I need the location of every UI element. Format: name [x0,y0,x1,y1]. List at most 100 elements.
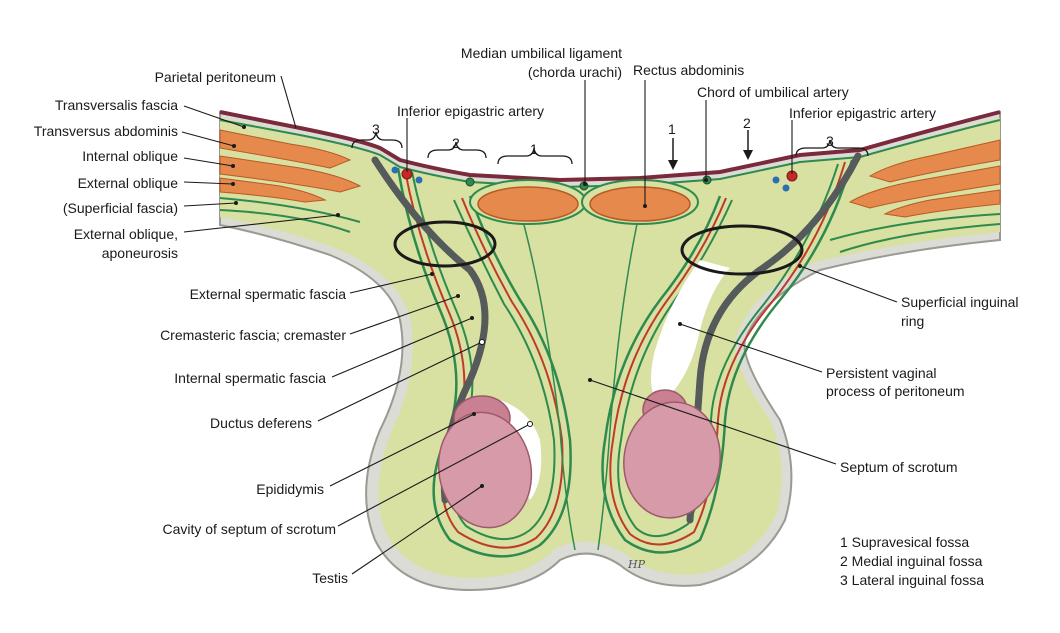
leader-ductus [317,341,483,422]
label-cremasteric-fascia: Cremasteric fascia; cremaster [160,327,346,343]
leader-cavity [337,423,531,527]
leader-dot-testis [480,484,484,488]
transversus-muscle-right [868,139,1001,183]
inguinal-ring-right [680,224,804,276]
leader-cremasteric [349,295,459,335]
leader-parietal [280,75,297,129]
label-persistent-vaginal-2: process of peritoneum [826,383,965,399]
leader-dot-epididymis [472,412,476,416]
leader-external-oblique [183,181,234,185]
label-median-umbilical-2: (chorda urachi) [528,64,622,80]
leader-dot-cremasteric [456,294,460,298]
green-fascia-left-b [219,209,351,233]
label-rectus-abdominis: Rectus abdominis [633,62,744,78]
leader-dot-int-spermatic [470,316,474,320]
leader-persistent [679,323,823,373]
leader-dot-cavity [527,421,533,427]
label-ductus-deferens: Ductus deferens [210,415,312,431]
left-sac-red [404,169,564,549]
green-fascia-right-b [839,223,1001,253]
bracket-right-3 [795,139,869,157]
label-parietal-peritoneum: Parietal peritoneum [155,69,276,85]
label-external-oblique-apo-1: External oblique, [74,226,178,242]
rectus-muscle-left [477,186,579,222]
legend-item-1: 1 Supravesical fossa [840,534,969,550]
right-sac-green-outer [601,159,854,554]
label-septum-of-scrotum: Septum of scrotum [840,459,958,475]
umbilical-artery-left-vessel [465,177,475,187]
external-oblique-right [883,189,1001,218]
label-transversalis-fascia: Transversalis fascia [55,97,178,113]
internal-oblique-right [848,165,1001,209]
leader-dot-septum [588,378,592,382]
arrow-right-2-head [743,150,753,160]
leader-sup-ring [799,265,898,303]
label-internal-spermatic-fascia: Internal spermatic fascia [174,370,326,386]
green-fascia-right-a [829,213,1001,241]
leader-epididymis [329,413,475,487]
label-inferior-epigastric-right: Inferior epigastric artery [789,105,936,121]
label-persistent-vaginal-1: Persistent vaginal [826,365,937,381]
leader-dot-ductus [479,339,485,345]
leader-dot-persistent [678,322,682,326]
arrow-right-1-head [668,160,678,170]
label-superficial-ring-1: Superficial inguinal [901,294,1019,310]
vein-left-a [391,166,399,174]
artist-signature: HP [627,558,646,571]
vaginal-process-cavity [651,260,730,405]
right-sac-green-inner [617,163,839,537]
leader-transversus [181,131,235,147]
label-external-spermatic-fascia: External spermatic fascia [190,286,347,302]
leader-internal-oblique [183,157,234,167]
bracket-left-2 [427,141,487,159]
fossa-num-left-2: 2 [452,135,460,151]
leader-ext-oblique-apo [183,214,339,233]
label-median-umbilical-1: Median umbilical ligament [461,45,622,61]
fossa-num-left-3: 3 [372,121,380,137]
green-fascia-left-a [219,197,361,223]
leader-ext-spermatic [349,273,433,294]
inguinal-ring-left [393,220,497,268]
leader-int-spermatic [331,317,473,378]
vein-left-b [415,176,423,184]
leader-septum [589,379,837,465]
fossa-num-right-1: 1 [668,121,676,137]
leader-dot-ext-oblique-apo [336,213,340,217]
testis-right [623,401,721,519]
leader-dot-rectus [643,204,647,208]
peritoneum-line [219,110,1001,183]
external-oblique-left [219,177,327,203]
fossa-num-center-1: 1 [530,141,538,157]
label-superficial-fascia: (Superficial fascia) [63,200,178,216]
label-inferior-epigastric-left: Inferior epigastric artery [397,103,544,119]
internal-oblique-left [219,155,362,193]
label-epididymis: Epididymis [256,481,324,497]
leader-testis [351,485,483,575]
leader-dot-external-oblique [231,182,235,186]
leader-dot-ext-spermatic [430,272,434,276]
rectus-muscle-right [589,186,691,222]
transversalis-line [219,119,1001,189]
label-chord-umbilical-artery: Chord of umbilical artery [697,84,849,100]
septum-line-left [519,209,576,551]
septum-line-right [597,209,641,551]
leader-dot-transversalis [242,125,246,129]
label-external-oblique: External oblique [78,175,179,191]
leader-dot-sup-ring [798,264,802,268]
bracket-center-1 [497,147,573,165]
left-sac-green-inner [411,171,556,541]
leader-dot-superficial [234,201,238,205]
label-superficial-ring-2: ring [901,313,924,329]
leader-superficial [183,202,237,207]
leader-dot-internal-oblique [231,164,235,168]
label-external-oblique-apo-2: aponeurosis [102,245,178,261]
leader-dot-median-umb [583,182,587,186]
label-testis: Testis [312,570,348,586]
fossa-num-right-3: 3 [826,133,834,149]
label-cavity-septum: Cavity of septum of scrotum [162,521,336,537]
vein-right-a [772,176,780,184]
vein-right-b [782,184,790,192]
legend-item-3: 3 Lateral inguinal fossa [840,572,984,588]
label-transversus-abdominis: Transversus abdominis [34,123,178,139]
